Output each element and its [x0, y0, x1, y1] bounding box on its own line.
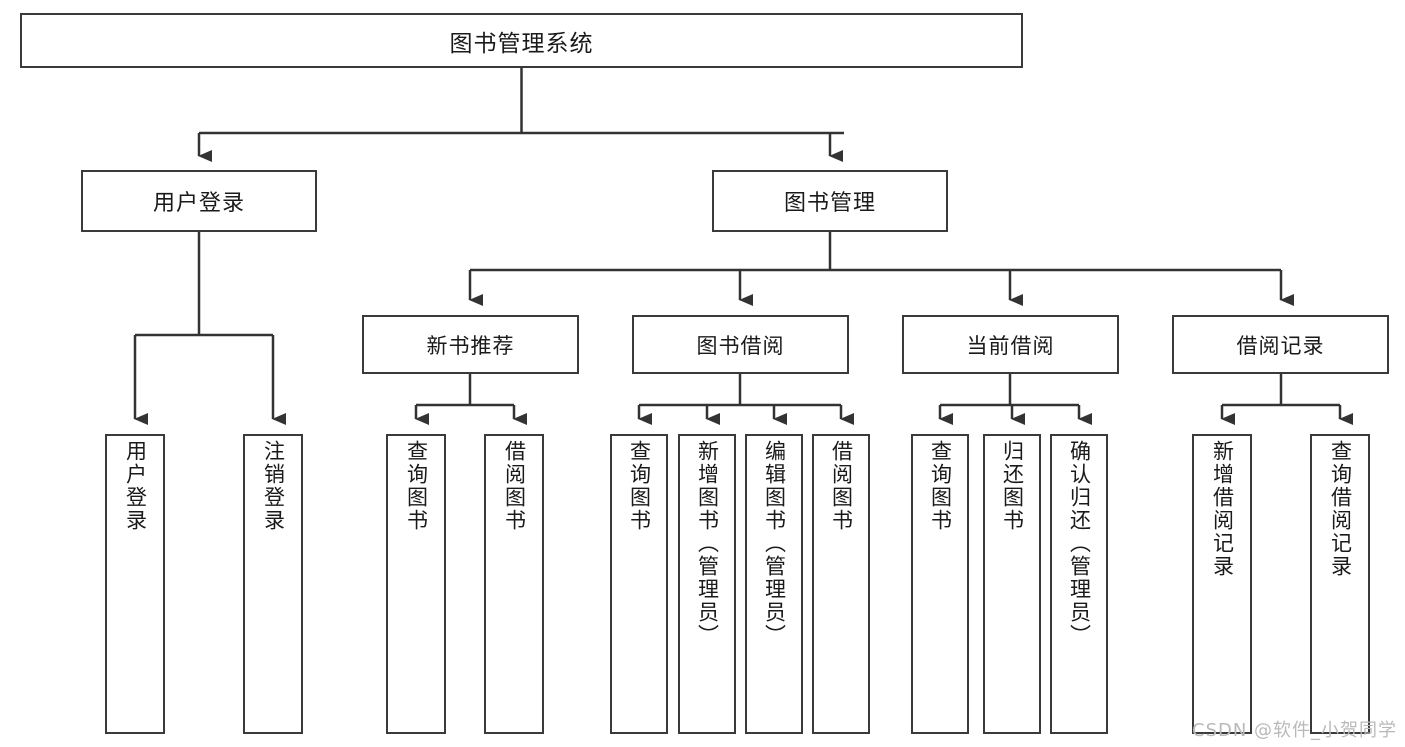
leaf-node[interactable]: 注销登录 — [243, 434, 303, 734]
leaf-node[interactable]: 归还图书 — [983, 434, 1041, 734]
leaf-node[interactable]: 借阅图书 — [812, 434, 870, 734]
leaf-node-label: 借阅图书 — [502, 440, 527, 532]
leaf-node-label: 查询图书 — [928, 440, 953, 532]
watermark: CSDN @软件_小贺同学 — [1192, 720, 1398, 741]
leaf-node[interactable]: 编辑图书（管理员） — [745, 434, 803, 734]
node-book-borrow-label: 图书借阅 — [696, 333, 785, 358]
leaf-node[interactable]: 用户登录 — [105, 434, 165, 734]
leaf-node-label: 确认归还（管理员） — [1067, 440, 1092, 647]
leaf-node[interactable]: 新增借阅记录 — [1192, 434, 1252, 734]
leaf-node[interactable]: 查询图书 — [386, 434, 446, 734]
node-borrow-record-label: 借阅记录 — [1236, 333, 1325, 358]
node-book-management-label: 图书管理 — [783, 191, 876, 216]
leaf-node-label: 新增图书（管理员） — [695, 440, 720, 647]
node-user-login-label: 用户登录 — [152, 191, 245, 216]
node-book-management[interactable]: 图书管理 — [712, 170, 948, 232]
node-current-borrow[interactable]: 当前借阅 — [902, 315, 1119, 374]
leaf-node-label: 新增借阅记录 — [1210, 440, 1235, 578]
node-new-book-recommend-label: 新书推荐 — [426, 333, 515, 358]
leaf-node[interactable]: 查询图书 — [911, 434, 969, 734]
leaf-node-label: 查询图书 — [627, 440, 652, 532]
leaf-node-label: 归还图书 — [1000, 440, 1025, 532]
node-current-borrow-label: 当前借阅 — [966, 333, 1055, 358]
node-user-login[interactable]: 用户登录 — [81, 170, 317, 232]
leaf-node[interactable]: 借阅图书 — [484, 434, 544, 734]
leaf-node-label: 借阅图书 — [829, 440, 854, 532]
leaf-node[interactable]: 查询图书 — [610, 434, 668, 734]
node-new-book-recommend[interactable]: 新书推荐 — [362, 315, 579, 374]
leaf-node[interactable]: 查询借阅记录 — [1310, 434, 1370, 734]
leaf-node-label: 编辑图书（管理员） — [762, 440, 787, 647]
leaf-node-label: 查询借阅记录 — [1328, 440, 1353, 578]
node-book-borrow[interactable]: 图书借阅 — [632, 315, 849, 374]
leaf-node-label: 用户登录 — [123, 440, 148, 532]
leaf-node-label: 注销登录 — [261, 440, 286, 532]
node-root-label: 图书管理系统 — [449, 30, 594, 57]
leaf-node[interactable]: 新增图书（管理员） — [678, 434, 736, 734]
leaf-node[interactable]: 确认归还（管理员） — [1050, 434, 1108, 734]
node-borrow-record[interactable]: 借阅记录 — [1172, 315, 1389, 374]
node-root[interactable]: 图书管理系统 — [20, 13, 1023, 68]
leaf-node-label: 查询图书 — [404, 440, 429, 532]
